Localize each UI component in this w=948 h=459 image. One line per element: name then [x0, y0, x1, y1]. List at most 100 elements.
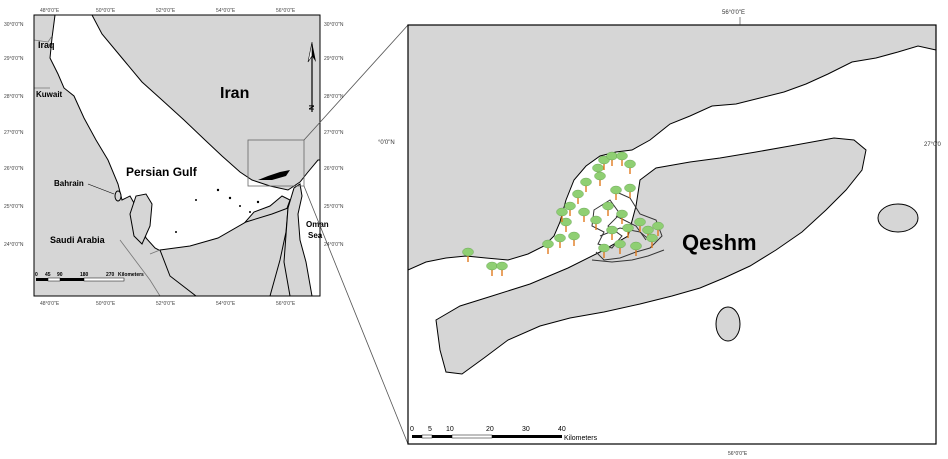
mangrove-tree-icon [590, 215, 602, 230]
detail-frame [407, 24, 937, 445]
left-tick: 29°0'0"N [4, 56, 24, 62]
mangrove-tree-icon [606, 151, 618, 166]
mangrove-tree-icon [606, 225, 618, 240]
bottom-tick: 50°0'0"E [96, 301, 116, 307]
bottom-tick: 56°0'0"E [276, 301, 296, 307]
mangrove-tree-icon [542, 239, 554, 254]
persian-gulf-water [49, 14, 321, 297]
top-tick: 54°0'0"E [216, 8, 236, 14]
scale-tick: 90 [57, 272, 63, 278]
mangrove-tree-icon [594, 171, 606, 186]
mangrove-tree-icon [630, 241, 642, 256]
mangrove-tree-icon [560, 217, 572, 232]
mangrove-tree-icon [652, 221, 664, 236]
bahrain-leader-line [87, 183, 115, 195]
right-tick: 25°0'0"N [324, 204, 344, 210]
mangrove-tree-icon [598, 155, 610, 170]
overview-left-ticks: 30°0'0"N 29°0'0"N 28°0'0"N 27°0'0"N 26°0… [4, 22, 24, 248]
detail-scale-tick: 10 [446, 426, 454, 433]
detail-scale-tick: 0 [410, 426, 414, 433]
detail-scale-unit: Kilometers [564, 435, 598, 442]
left-tick: 28°0'0"N [4, 94, 24, 100]
mangrove-trees [462, 151, 664, 276]
bottom-tick: 54°0'0"E [216, 301, 236, 307]
detail-scale-bar: 0 5 10 20 30 40 Kilometers [410, 426, 598, 442]
country-borders [33, 35, 161, 297]
mangrove-tree-icon [556, 207, 568, 222]
scale-tick: 270 [106, 272, 115, 278]
scale-tick: 0 [35, 272, 38, 278]
scale-unit: Kilometers [118, 272, 144, 278]
mangrove-tree-icon [462, 247, 474, 262]
right-tick: 26°0'0"N [324, 166, 344, 172]
label-oman-sea-line1: Oman [306, 220, 329, 229]
mainland-iran [407, 24, 937, 271]
small-island-east [877, 203, 919, 233]
mangrove-tree-icon [610, 185, 622, 200]
overview-top-ticks: 48°0'0"E 50°0'0"E 52°0'0"E 54°0'0"E 56°0… [40, 8, 296, 14]
mangrove-tree-icon [624, 159, 636, 174]
label-saudi-arabia: Saudi Arabia [50, 235, 106, 245]
detail-scale-tick: 20 [486, 426, 494, 433]
mangrove-tree-icon [580, 177, 592, 192]
right-tick: 29°0'0"N [324, 56, 344, 62]
mangrove-tree-icon [572, 189, 584, 204]
inset-extent-box [247, 139, 305, 187]
north-arrow: N [307, 41, 316, 112]
inset-connector-lines [303, 24, 409, 445]
detail-scale-tick: 30 [522, 426, 530, 433]
mangrove-tree-icon [568, 231, 580, 246]
mangrove-tree-icon [486, 261, 498, 276]
detail-scale-tick: 5 [428, 426, 432, 433]
label-bahrain: Bahrain [54, 179, 84, 188]
label-iraq: Iraq [38, 40, 55, 50]
bottom-tick: 52°0'0"E [156, 301, 176, 307]
left-tick: 25°0'0"N [4, 204, 24, 210]
mangrove-tree-icon [622, 223, 634, 238]
right-tick: 24°0'0"N [324, 242, 344, 248]
mangrove-tree-icon [564, 201, 576, 216]
right-tick: 27°0'0"N [324, 130, 344, 136]
overview-scale-bar: 0 45 90 180 270 Kilometers [35, 272, 144, 282]
detail-scale-tick: 40 [558, 426, 566, 433]
detail-right-tick: 27°0'0 [924, 142, 942, 148]
label-persian-gulf: Persian Gulf [126, 165, 198, 179]
top-tick: 48°0'0"E [40, 8, 60, 14]
scale-tick: 45 [45, 272, 51, 278]
label-oman-sea-line2: Sea [308, 231, 323, 240]
detail-map: Qeshm 56°0'0"E 56°0'0"E °0'0"N 27°0'0 0 … [378, 10, 942, 457]
overview-frame [33, 14, 321, 297]
mangrove-tree-icon [614, 239, 626, 254]
top-tick: 56°0'0"E [276, 8, 296, 14]
qatar-peninsula [129, 193, 153, 245]
top-tick: 50°0'0"E [96, 8, 116, 14]
mangrove-tree-icon [598, 243, 610, 258]
bottom-tick: 48°0'0"E [40, 301, 60, 307]
musandam-peninsula [283, 183, 313, 297]
mangrove-tree-icon [554, 233, 566, 248]
mangrove-tree-icon [578, 207, 590, 222]
detail-top-tick: 56°0'0"E [722, 10, 745, 16]
label-iran: Iran [220, 85, 249, 102]
left-tick: 27°0'0"N [4, 130, 24, 136]
small-island-south [715, 306, 741, 342]
detail-bottom-tick: 56°0'0"E [728, 451, 748, 457]
detail-left-tick: °0'0"N [378, 140, 395, 146]
mangrove-tree-icon [602, 201, 614, 216]
overview-right-ticks: 30°0'0"N 29°0'0"N 28°0'0"N 27°0'0"N 26°0… [324, 22, 344, 248]
bahrain-island [114, 190, 122, 202]
mangrove-tree-icon [624, 183, 636, 198]
right-tick: 30°0'0"N [324, 22, 344, 28]
right-tick: 28°0'0"N [324, 94, 344, 100]
top-tick: 52°0'0"E [156, 8, 176, 14]
mangrove-tree-icon [634, 217, 646, 232]
scale-tick: 180 [80, 272, 89, 278]
left-tick: 30°0'0"N [4, 22, 24, 28]
gulf-islands [175, 188, 260, 233]
mangrove-tree-icon [616, 151, 628, 166]
qeshm-island-small [258, 170, 290, 180]
overview-map: 48°0'0"E 50°0'0"E 52°0'0"E 54°0'0"E 56°0… [4, 8, 344, 307]
label-qeshm: Qeshm [682, 230, 757, 255]
overview-bottom-ticks: 48°0'0"E 50°0'0"E 52°0'0"E 54°0'0"E 56°0… [40, 301, 296, 307]
